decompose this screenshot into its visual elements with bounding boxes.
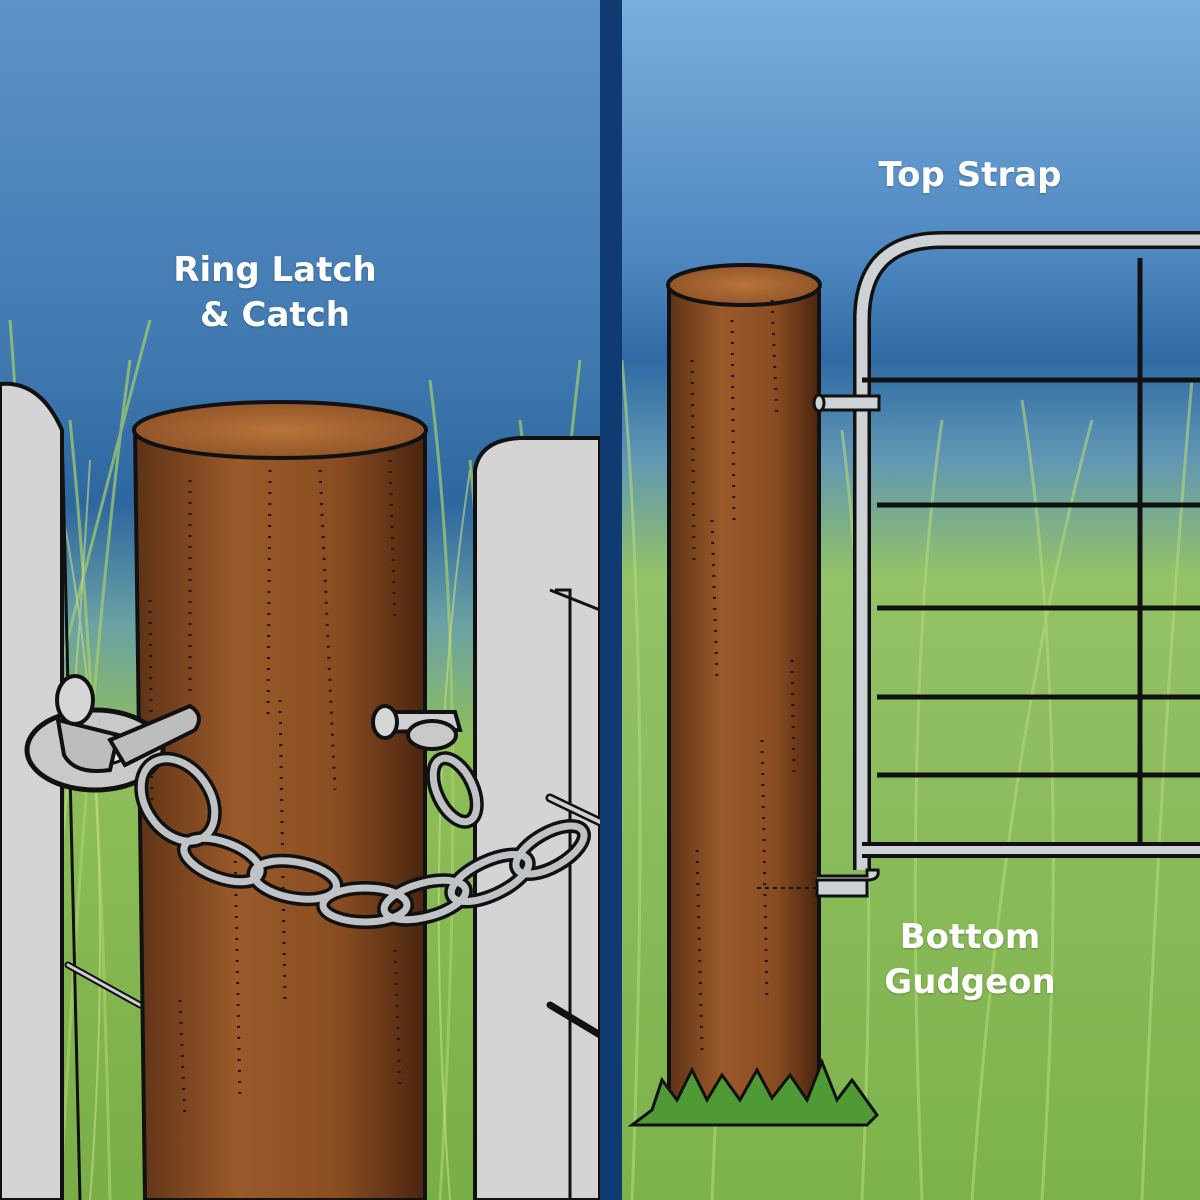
grass-tuft-icon (627, 1057, 879, 1127)
ring-latch-label: Ring Latch & Catch (100, 248, 450, 338)
top-strap-label: Top Strap (878, 155, 1062, 195)
bottom-gudgeon-label-line2: Gudgeon (884, 962, 1056, 1002)
ring-latch-icon (24, 674, 201, 793)
wooden-post-icon (132, 428, 427, 1200)
gate-board-icon (473, 436, 600, 1200)
gate-hinge-scene (622, 0, 1200, 1200)
panel-divider (600, 0, 622, 1200)
top-strap-panel (622, 0, 1200, 1200)
bottom-gudgeon-icon (757, 868, 880, 898)
gate-board-icon (0, 381, 64, 1200)
bottom-gudgeon-label-line1: Bottom (899, 917, 1041, 957)
metal-gate-icon (853, 231, 1200, 870)
catch-hook-icon (371, 704, 463, 751)
bottom-gudgeon-label: Bottom Gudgeon (855, 915, 1085, 1005)
ring-latch-label-line2: & Catch (200, 295, 350, 335)
ring-latch-label-line1: Ring Latch (173, 250, 377, 290)
ring-latch-scene (0, 0, 600, 1200)
wooden-post-icon (667, 283, 821, 1107)
ring-latch-panel (0, 0, 600, 1200)
top-strap-icon (812, 393, 881, 413)
